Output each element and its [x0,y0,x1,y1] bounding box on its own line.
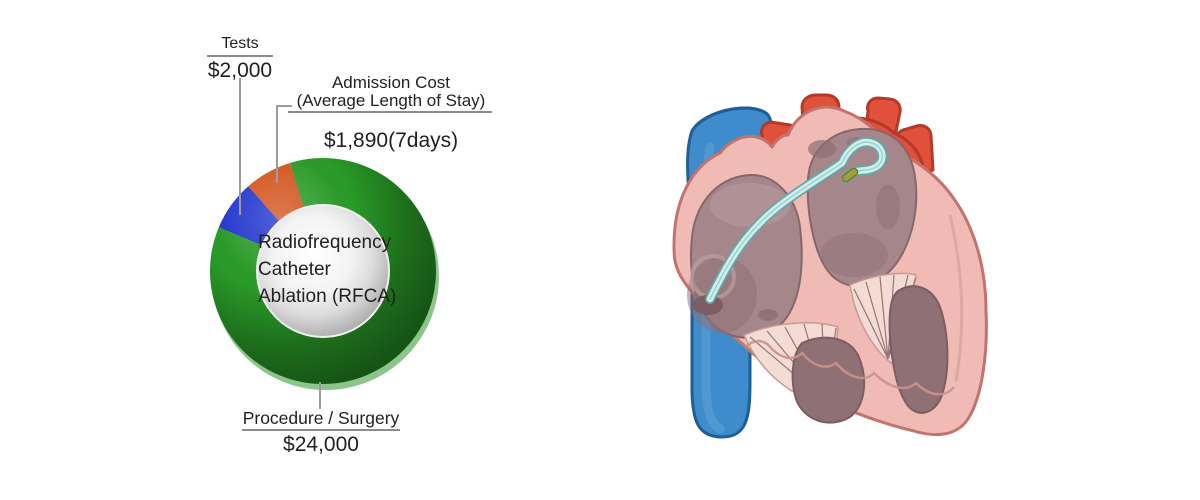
procedure-leader-line [319,382,321,409]
trabecular-scallop [745,339,955,396]
tests-label: Tests [221,35,259,52]
admission-underline [288,111,492,113]
procedure-surgery-callout: Procedure / Surgery $24,000 [221,409,421,456]
admission-label-line2: (Average Length of Stay) [296,91,486,110]
procedure-label: Procedure / Surgery [242,408,400,428]
right-wall-contour [948,214,964,382]
ablation-catheter [705,137,888,304]
donut-center-disc [256,204,390,338]
admission-leader-line-horizontal [276,105,292,107]
admission-leader-line-vertical [276,105,278,183]
vena-cava-ostium [693,295,723,315]
procedure-value: $24,000 [283,433,359,456]
catheter-seam [709,141,884,300]
catheter-tip [843,169,857,181]
admission-label-line1: Admission Cost [331,73,451,92]
admission-cost-callout: Admission Cost (Average Length of Stay) … [286,73,496,153]
tests-callout: Tests $2,000 [190,35,290,82]
tests-value: $2,000 [207,59,273,82]
procedure-underline [242,429,400,431]
admission-value: $1,890(7days) [323,129,459,152]
right-ventricle-cavity [888,285,949,414]
tests-leader-line [239,78,241,215]
tests-underline [207,55,273,57]
left-ventricle-cavity [791,336,866,424]
heart-illustration [672,93,988,439]
donut-center-label: Radiofrequency Catheter Ablation (RFCA) [258,232,397,307]
ventricle-cavities [745,285,955,424]
donut-chart [209,158,439,390]
